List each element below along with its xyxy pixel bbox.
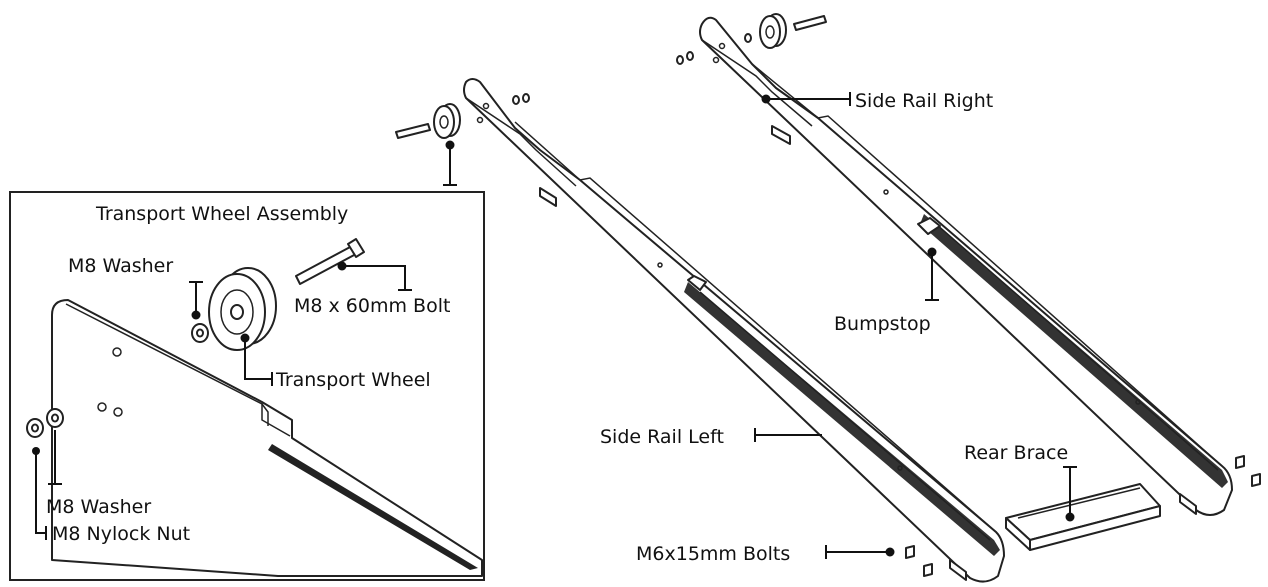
- label-m8-nylock-nut: M8 Nylock Nut: [52, 523, 190, 545]
- rail-left-hole: [657, 262, 663, 268]
- leader-side-rail-right: [766, 92, 851, 106]
- inset-hole: [97, 402, 107, 412]
- label-m8-60mm-bolt: M8 x 60mm Bolt: [294, 295, 450, 317]
- side-rail-right: [699, 16, 1233, 516]
- label-transport-wheel: Transport Wheel: [275, 369, 431, 391]
- rail-left-hole: [476, 116, 484, 124]
- label-m8-washer-top: M8 Washer: [68, 255, 173, 277]
- inset-bolt: [295, 238, 365, 285]
- inset-title: Transport Wheel Assembly: [95, 203, 348, 225]
- inset-nut-washer: [26, 408, 64, 455]
- label-bumpstop: Bumpstop: [834, 313, 931, 335]
- leader-bumpstop: [925, 252, 939, 301]
- m6-bolts: [885, 455, 1261, 577]
- rail-right-hole: [712, 56, 720, 64]
- transport-wheel-inset: Transport Wheel Assembly: [9, 191, 485, 581]
- rail-left-hole: [897, 465, 903, 471]
- label-rear-brace: Rear Brace: [964, 442, 1068, 464]
- side-rail-left: [463, 78, 1005, 583]
- leader-m8-washer-bottom: [48, 430, 62, 485]
- inset-transport-wheel: [208, 267, 277, 351]
- leader-transport-wheel: [244, 338, 273, 386]
- rail-right-hole: [1135, 399, 1141, 405]
- rail-left-hole: [482, 102, 490, 110]
- leader-nylock-nut: [35, 451, 47, 540]
- leader-side-rail-left: [754, 428, 822, 442]
- leader-rear-brace: [1063, 466, 1077, 517]
- inset-rail-end: [51, 299, 483, 577]
- label-side-rail-right: Side Rail Right: [855, 90, 993, 112]
- leader-m6-bolts: [825, 545, 890, 559]
- rail-right-hole: [718, 42, 726, 50]
- rail-right-hole: [883, 189, 889, 195]
- label-side-rail-left: Side Rail Left: [600, 426, 724, 448]
- label-m8-washer-bottom: M8 Washer: [46, 496, 151, 518]
- inset-hole: [113, 407, 123, 417]
- inset-hole: [112, 347, 122, 357]
- leader-m8-washer-top: [189, 281, 203, 315]
- left-rail-wheel-parts: [395, 93, 530, 186]
- leader-bolt: [342, 265, 412, 291]
- rear-brace: [1005, 483, 1161, 551]
- label-m6x15mm-bolts: M6x15mm Bolts: [636, 543, 790, 565]
- right-rail-wheel-parts: [676, 13, 827, 65]
